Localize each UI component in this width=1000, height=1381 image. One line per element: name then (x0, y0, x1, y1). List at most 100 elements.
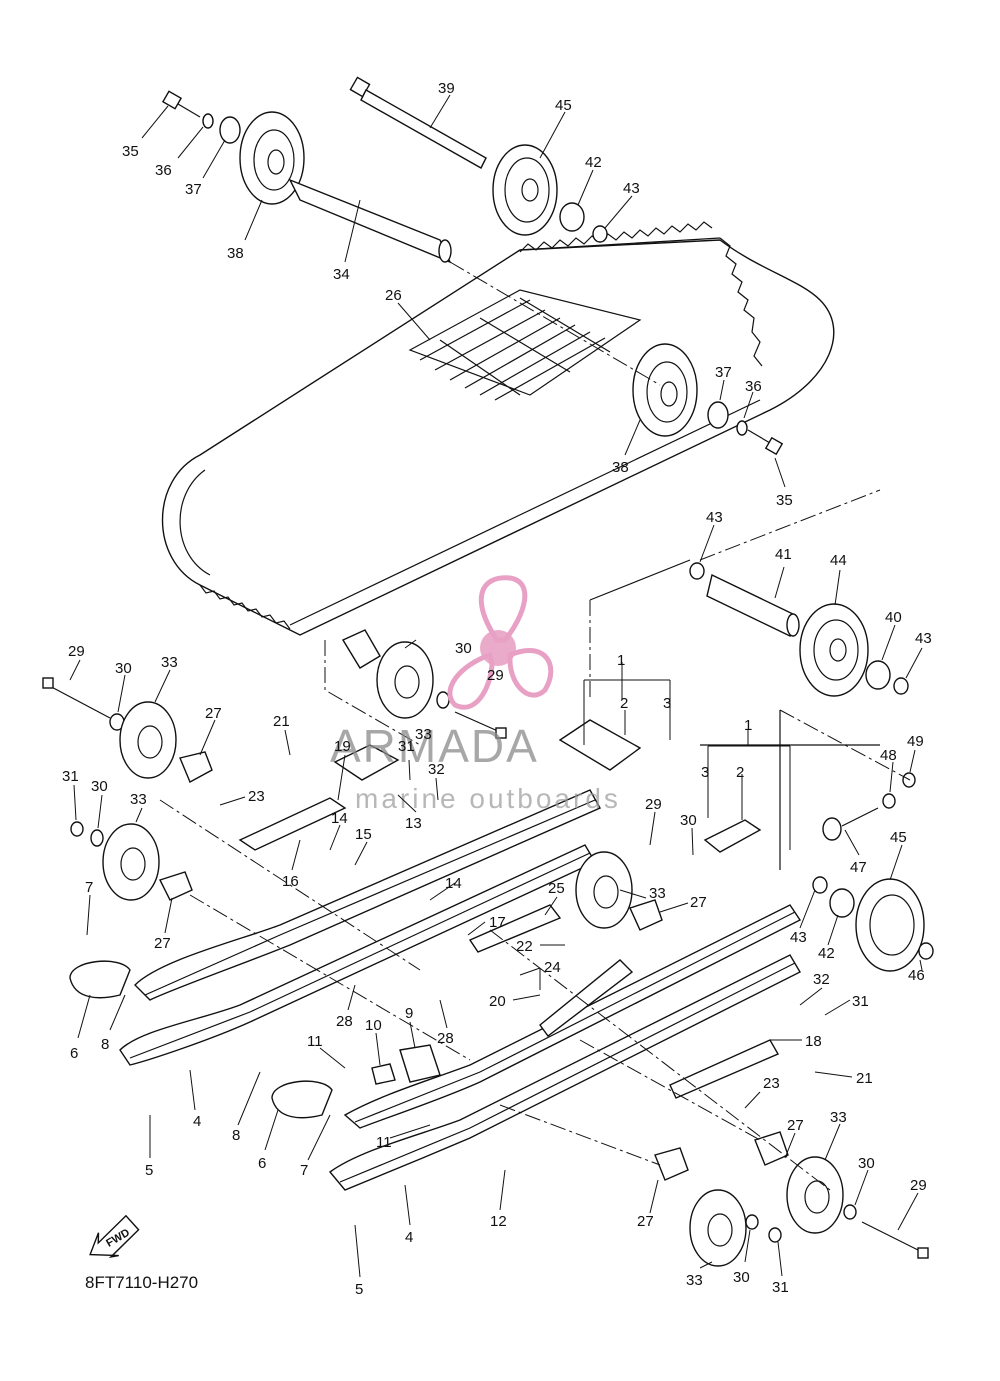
watermark-tagline: marine outboards (355, 783, 621, 814)
callout: 33 (415, 726, 432, 743)
callout: 38 (227, 245, 244, 262)
slide-rail-left (119, 789, 601, 1066)
callout: 47 (850, 859, 867, 876)
callout: 43 (706, 509, 723, 526)
callout-numbers: 39 45 35 36 37 42 43 38 34 26 37 36 38 3… (62, 80, 932, 1298)
callout: 37 (185, 181, 202, 198)
callout: 41 (775, 546, 792, 563)
callout: 39 (438, 80, 455, 97)
callout: 28 (336, 1013, 353, 1030)
assembly-lines (159, 489, 911, 1191)
callout: 24 (544, 959, 561, 976)
callout: 29 (68, 643, 85, 660)
callout: 30 (91, 778, 108, 795)
callout: 31 (398, 738, 415, 755)
rail-stoppers (69, 960, 333, 1119)
callout: 31 (62, 768, 79, 785)
callout: 32 (428, 761, 445, 778)
callout: 46 (908, 967, 925, 984)
callout: 16 (282, 873, 299, 890)
callout: 29 (910, 1177, 927, 1194)
callout: 33 (649, 885, 666, 902)
leader-lines (69, 94, 923, 1278)
callout: 21 (273, 713, 290, 730)
callout: 36 (155, 162, 172, 179)
callout: 27 (154, 935, 171, 952)
callout: 35 (776, 492, 793, 509)
left-wheel-group (42, 677, 213, 901)
callout: 8 (232, 1127, 240, 1144)
callout: 2 (620, 695, 628, 712)
callout: 3 (701, 764, 709, 781)
callout: 44 (830, 552, 847, 569)
callout: 33 (130, 791, 147, 808)
center-wheel-group (341, 629, 507, 739)
callout: 27 (690, 894, 707, 911)
callout: 27 (637, 1213, 654, 1230)
callout: 43 (790, 929, 807, 946)
callout: 30 (858, 1155, 875, 1172)
callout: 35 (122, 143, 139, 160)
callout: 45 (890, 829, 907, 846)
callout: 21 (856, 1070, 873, 1087)
callout: 9 (405, 1005, 413, 1022)
callout: 45 (555, 97, 572, 114)
callout: 1 (744, 717, 752, 734)
callout: 6 (258, 1155, 266, 1172)
track-belt (161, 221, 835, 636)
callout: 33 (161, 654, 178, 671)
callout: 36 (745, 378, 762, 395)
callout: 27 (205, 705, 222, 722)
callout: 14 (331, 810, 348, 827)
rear-axle-assembly (161, 76, 784, 456)
callout: 40 (885, 609, 902, 626)
callout: 42 (585, 154, 602, 171)
callout: 4 (193, 1113, 201, 1130)
rear-lower-wheel-group (575, 772, 934, 1267)
callout: 4 (405, 1229, 413, 1246)
callout: 37 (715, 364, 732, 381)
callout: 38 (612, 459, 629, 476)
callout: 33 (830, 1109, 847, 1126)
callout: 30 (733, 1269, 750, 1286)
suspension-arms (238, 719, 779, 1099)
track-tread-pattern (408, 289, 642, 401)
callout: 10 (365, 1017, 382, 1034)
watermark-brand: ARMADA (330, 720, 539, 772)
callout: 49 (907, 733, 924, 750)
callout: 30 (680, 812, 697, 829)
callout: 7 (300, 1162, 308, 1179)
callout: 8 (101, 1036, 109, 1053)
callout: 33 (686, 1272, 703, 1289)
callout: 29 (645, 796, 662, 813)
callout: 5 (145, 1162, 153, 1179)
callout: 11 (376, 1134, 392, 1151)
callout: 14 (445, 875, 462, 892)
callout: 43 (915, 630, 932, 647)
callout: 12 (490, 1213, 507, 1230)
callout: 5 (355, 1281, 363, 1298)
forward-arrow-icon: FWD (89, 1214, 140, 1259)
callout: 13 (405, 815, 422, 832)
callout: 6 (70, 1045, 78, 1062)
callout: 11 (307, 1033, 323, 1050)
callout: 30 (455, 640, 472, 657)
callout: 25 (548, 880, 565, 897)
propeller-logo-icon (447, 575, 554, 710)
callout: 19 (334, 738, 351, 755)
callout: 3 (663, 695, 671, 712)
callout: 29 (487, 667, 504, 684)
callout: 18 (805, 1033, 822, 1050)
callout: 15 (355, 826, 372, 843)
callout: 23 (763, 1075, 780, 1092)
callout: 31 (852, 993, 869, 1010)
callout: 42 (818, 945, 835, 962)
callout: 43 (623, 180, 640, 197)
diagram-code: 8FT7110-H270 (85, 1273, 198, 1292)
callout: 17 (489, 914, 506, 931)
upper-idler-assembly (689, 562, 909, 697)
callout: 1 (617, 652, 625, 669)
callout: 2 (736, 764, 744, 781)
callout: 26 (385, 287, 402, 304)
callout: 28 (437, 1030, 454, 1047)
